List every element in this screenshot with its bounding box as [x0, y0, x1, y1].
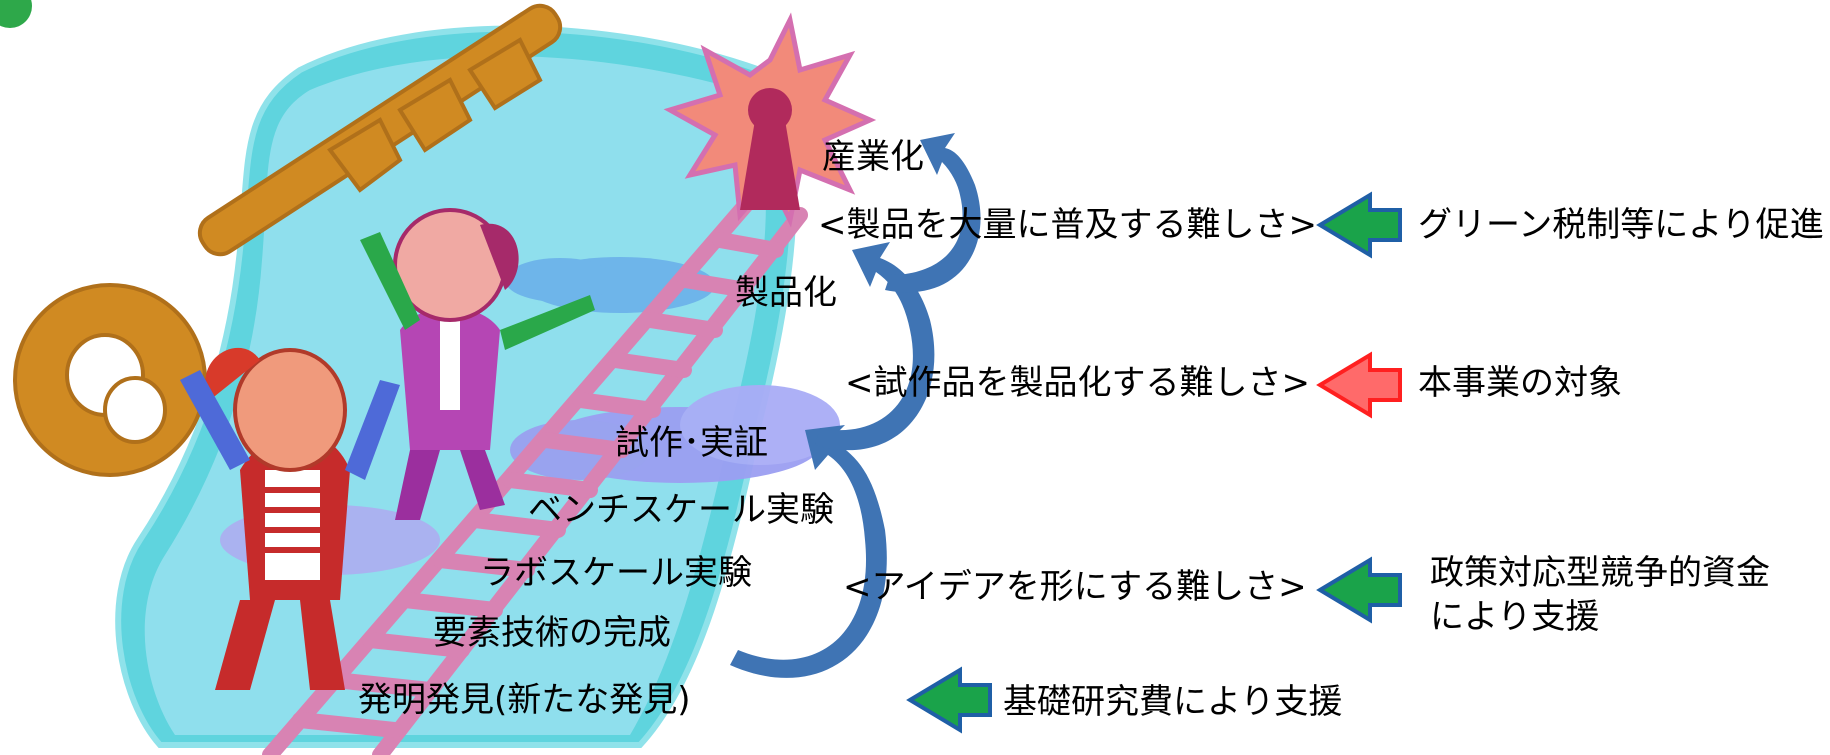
stage-invention: 発明発見(新たな発見) — [358, 680, 691, 720]
difficulty-prototype-to-product: <試作品を製品化する難しさ> — [845, 363, 1310, 403]
support-arrow-this-project — [1316, 351, 1402, 419]
support-green-tax: グリーン税制等により促進 — [1418, 205, 1824, 245]
person-left — [180, 347, 400, 690]
difficulty-idea-to-form: <アイデアを形にする難しさ> — [843, 567, 1307, 607]
flow-arrows — [730, 133, 981, 678]
support-competitive-funds-line1: 政策対応型競争的資金 — [1430, 553, 1770, 593]
ladder — [262, 192, 808, 755]
stage-industrialization: 産業化 — [822, 137, 924, 177]
person-right — [360, 208, 595, 520]
support-arrow-basic-research — [906, 666, 992, 734]
support-basic-research: 基礎研究費により支援 — [1003, 682, 1343, 722]
stage-lab-scale: ラボスケール実験 — [480, 553, 752, 593]
stage-bench-scale: ベンチスケール実験 — [528, 490, 834, 530]
support-arrow-green-tax — [1316, 191, 1402, 259]
stage-prototype-demo: 試作･実証 — [615, 423, 768, 463]
stage-element-tech: 要素技術の完成 — [433, 613, 671, 653]
keyhole-burst — [663, 12, 877, 228]
support-this-project: 本事業の対象 — [1418, 363, 1622, 403]
key — [13, 3, 563, 477]
difficulty-mass-spread: <製品を大量に普及する難しさ> — [818, 205, 1317, 245]
stage-productization: 製品化 — [735, 273, 837, 313]
support-arrow-competitive — [1316, 556, 1402, 624]
corner-marker — [0, 0, 32, 28]
support-competitive-funds-line2: により支援 — [1430, 597, 1600, 637]
